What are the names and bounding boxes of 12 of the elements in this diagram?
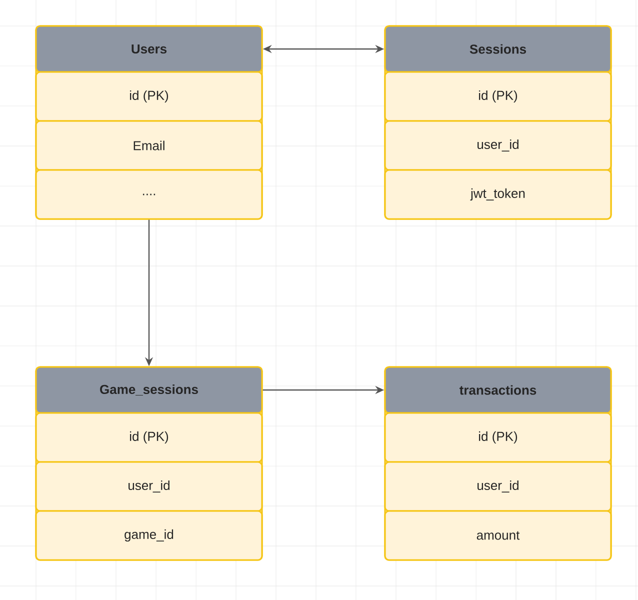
table-row: id (PK)	[384, 71, 612, 122]
table-row: user_id	[384, 461, 612, 512]
table-row: ....	[35, 169, 263, 220]
table-row: amount	[384, 510, 612, 561]
table-row: user_id	[384, 120, 612, 171]
table-row: game_id	[35, 510, 263, 561]
table-row: id (PK)	[35, 412, 263, 463]
table-row: jwt_token	[384, 169, 612, 220]
table-row: user_id	[35, 461, 263, 512]
table-row: id (PK)	[35, 71, 263, 122]
table-row: id (PK)	[384, 412, 612, 463]
table-row: Email	[35, 120, 263, 171]
